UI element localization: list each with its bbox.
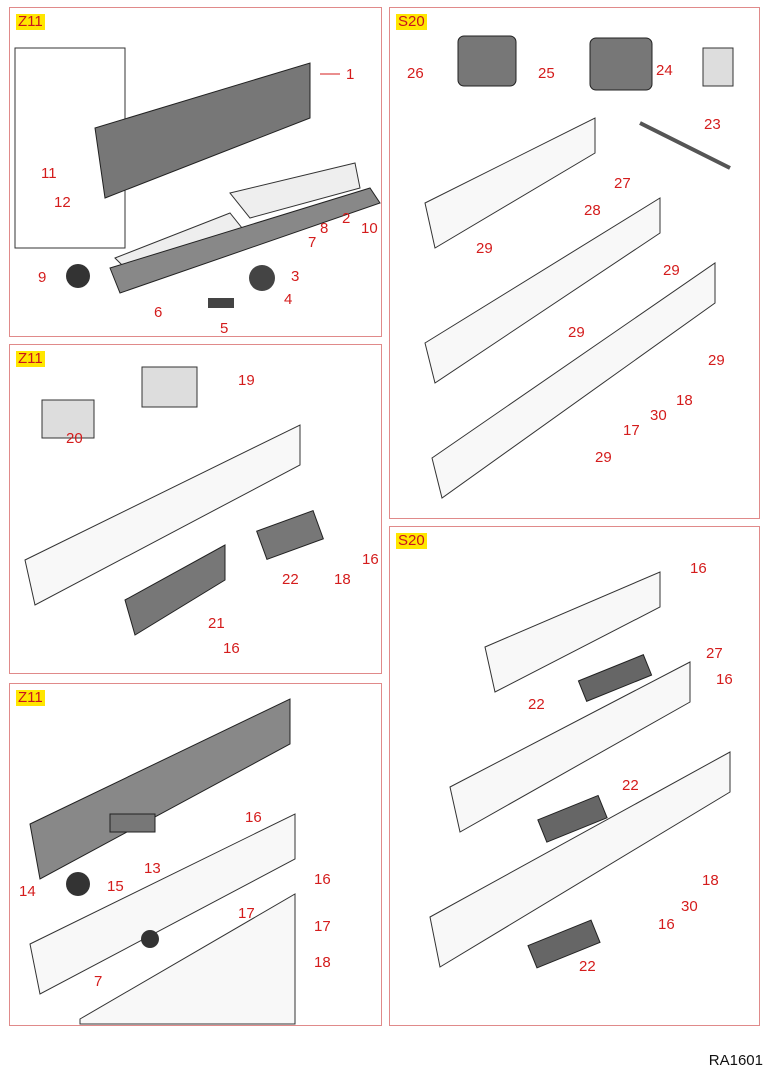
callout-29: 29 [476, 240, 493, 257]
callout-29: 29 [595, 449, 612, 466]
section-tag: Z11 [16, 689, 45, 706]
relay-24 [702, 47, 734, 87]
transformer-26 [457, 35, 517, 87]
callout-29: 29 [663, 262, 680, 279]
callout-21: 21 [208, 615, 225, 632]
callout-27: 27 [706, 645, 723, 662]
panel-s20-switches: S20 26 25 24 23 27 28 29 29 29 29 18 30 … [389, 7, 760, 519]
section-tag: Z11 [16, 13, 45, 30]
callout-8: 8 [320, 220, 329, 237]
callout-11: 11 [41, 165, 57, 182]
display-21 [124, 544, 226, 636]
knob-15 [141, 930, 159, 948]
callout-17: 17 [238, 905, 255, 922]
callout-22: 22 [528, 696, 545, 713]
callout-22: 22 [579, 958, 596, 975]
callout-24: 24 [656, 62, 673, 79]
keypad-22 [256, 510, 324, 560]
callout-12: 12 [54, 194, 71, 211]
keypad-22 [577, 654, 653, 702]
callout-16: 16 [716, 671, 733, 688]
callout-26: 26 [407, 65, 424, 82]
drip-grid-right [229, 162, 361, 219]
callout-16: 16 [658, 916, 675, 933]
callout-25: 25 [538, 65, 555, 82]
callout-16: 16 [223, 640, 240, 657]
section-tag: S20 [396, 532, 427, 549]
callout-5: 5 [220, 320, 229, 337]
callout-16: 16 [245, 809, 262, 826]
callout-20: 20 [66, 430, 83, 447]
callout-1: 1 [346, 66, 355, 83]
front-panel-drawing [29, 698, 296, 1025]
base-assembly-drawing [14, 47, 381, 308]
panel-z11-base: Z11 1 2 3 4 5 6 7 8 9 10 11 12 [9, 7, 382, 337]
callout-9: 9 [38, 269, 47, 286]
callout-18: 18 [702, 872, 719, 889]
panel-s20-keypads: S20 16 27 16 22 22 18 30 16 22 [389, 526, 760, 1026]
side-panel-part [94, 62, 311, 199]
callout-14: 14 [19, 883, 36, 900]
callout-28: 28 [584, 202, 601, 219]
callout-18: 18 [676, 392, 693, 409]
keypad-13 [109, 813, 156, 833]
section-tag: S20 [396, 13, 427, 30]
wire-harness-23 [639, 121, 731, 170]
front-panel [29, 698, 291, 880]
drip-tray [109, 187, 381, 294]
callout-7: 7 [308, 234, 317, 251]
callout-10: 10 [361, 220, 378, 237]
callout-7: 7 [94, 973, 103, 990]
keypad-22 [527, 919, 601, 969]
callout-30: 30 [681, 898, 698, 915]
switch-panels-drawing [424, 35, 734, 499]
control-panel-drawing [24, 366, 324, 636]
callout-18: 18 [334, 571, 351, 588]
keypad-panels-drawing [429, 571, 731, 969]
callout-27: 27 [614, 175, 631, 192]
callout-30: 30 [650, 407, 667, 424]
callout-17: 17 [623, 422, 640, 439]
callout-16: 16 [690, 560, 707, 577]
coil-14 [66, 872, 90, 896]
callout-2: 2 [342, 210, 351, 227]
panel-z11-controls: Z11 19 20 22 18 16 21 16 [9, 344, 382, 674]
foot-part [66, 264, 90, 288]
callout-23: 23 [704, 116, 721, 133]
callout-3: 3 [291, 268, 300, 285]
callout-29: 29 [708, 352, 725, 369]
key-switch-20 [41, 399, 95, 439]
spring-part [208, 298, 234, 308]
callout-13: 13 [144, 860, 161, 877]
document-reference: RA1601 [708, 1052, 763, 1069]
section-tag: Z11 [16, 350, 45, 367]
callout-15: 15 [107, 878, 124, 895]
callout-4: 4 [284, 291, 293, 308]
callout-18: 18 [314, 954, 331, 971]
callout-29: 29 [568, 324, 585, 341]
callout-6: 6 [154, 304, 163, 321]
transformer-25 [589, 37, 653, 91]
callout-22: 22 [622, 777, 639, 794]
callout-22: 22 [282, 571, 299, 588]
cup-part [249, 265, 275, 291]
callout-17: 17 [314, 918, 331, 935]
relay-19 [141, 366, 198, 408]
callout-16: 16 [314, 871, 331, 888]
keypad-22 [537, 794, 608, 843]
callout-16: 16 [362, 551, 379, 568]
callout-19: 19 [238, 372, 255, 389]
panel-z11-front: Z11 16 13 14 15 17 7 16 17 18 [9, 683, 382, 1026]
